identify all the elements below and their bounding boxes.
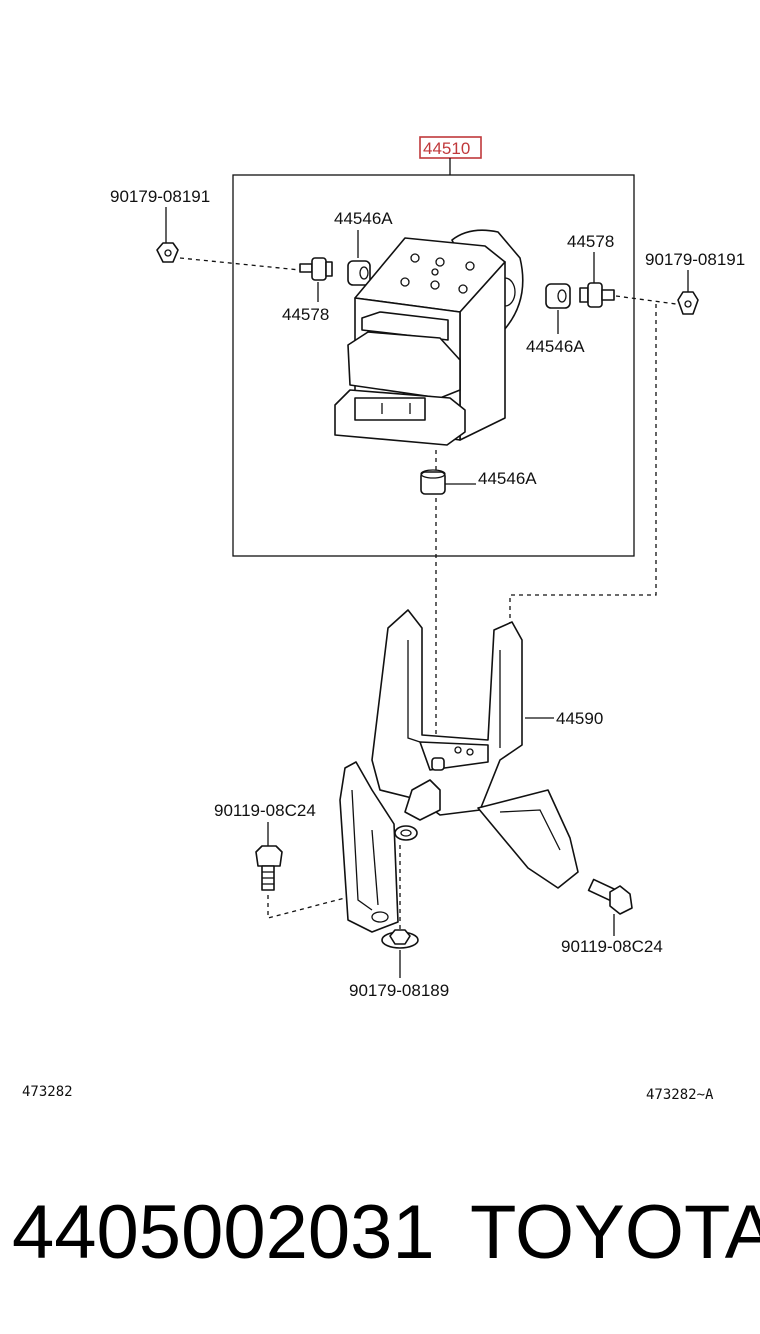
part-number-90179-08189[interactable]: 90179-08189 bbox=[349, 981, 449, 1000]
abs-actuator-body bbox=[334, 229, 524, 446]
part-number-44546A-right[interactable]: 44546A bbox=[526, 337, 585, 356]
bolt-90119-08C24-right-icon bbox=[587, 878, 633, 915]
bolt-90119-08C24-left-icon bbox=[255, 845, 283, 891]
grommet-lower-icon bbox=[420, 469, 446, 495]
part-label-44510[interactable]: 44510 bbox=[419, 136, 482, 159]
figure-code-right: 473282~A bbox=[646, 1087, 714, 1103]
grommet-top-icon bbox=[347, 260, 371, 286]
part-number-90119-08C24-left[interactable]: 90119-08C24 bbox=[214, 801, 316, 820]
bolt-44578-left-icon bbox=[299, 257, 333, 281]
flange-nut-icon bbox=[381, 929, 419, 949]
part-number-44546A-top[interactable]: 44546A bbox=[334, 209, 393, 228]
footer-brand: TOYOTA bbox=[470, 1190, 760, 1275]
grommet-right-icon bbox=[545, 283, 571, 309]
part-number-44578-right[interactable]: 44578 bbox=[567, 232, 614, 251]
footer-part-number: 4405002031 bbox=[12, 1190, 435, 1275]
bolt-44578-right-icon bbox=[579, 282, 615, 308]
assembly-frame bbox=[232, 174, 635, 557]
part-number-90179-08191-right[interactable]: 90179-08191 bbox=[645, 250, 745, 269]
figure-code-left: 473282 bbox=[22, 1084, 73, 1100]
part-number-44510[interactable]: 44510 bbox=[423, 139, 470, 158]
part-number-44590[interactable]: 44590 bbox=[556, 709, 603, 728]
bracket-44590 bbox=[339, 609, 579, 933]
part-number-44578-left[interactable]: 44578 bbox=[282, 305, 329, 324]
part-number-90119-08C24-right[interactable]: 90119-08C24 bbox=[561, 937, 663, 956]
part-number-90179-08191-left[interactable]: 90179-08191 bbox=[110, 187, 210, 206]
nut-right-icon bbox=[677, 291, 699, 315]
part-number-44546A-lower[interactable]: 44546A bbox=[478, 469, 537, 488]
nut-left-icon bbox=[156, 242, 179, 263]
